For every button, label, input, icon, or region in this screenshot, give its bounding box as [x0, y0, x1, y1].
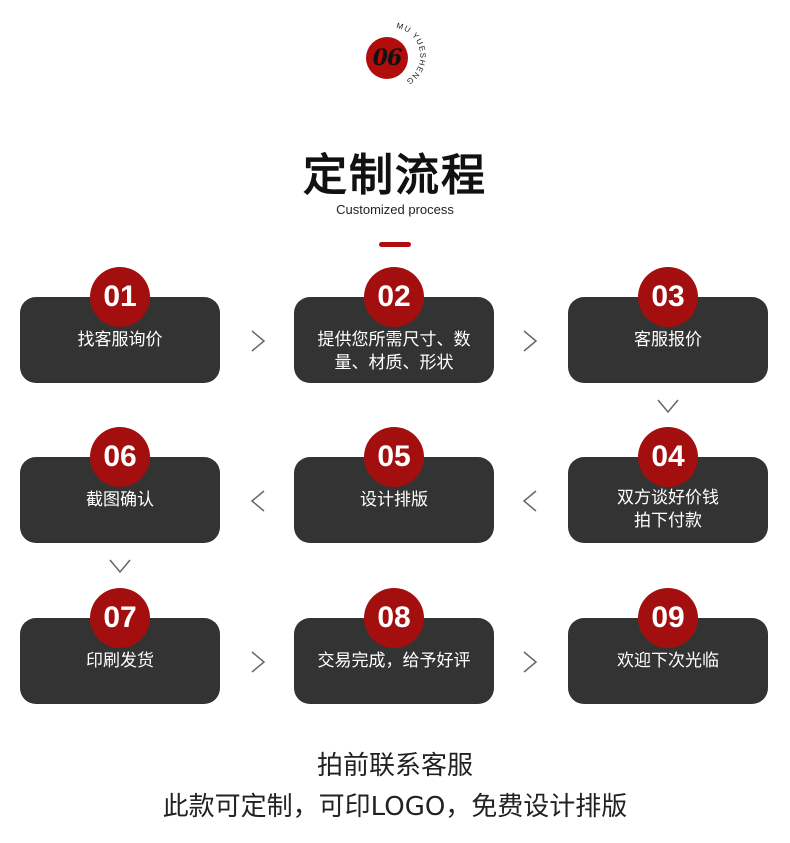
step-number-circle [90, 588, 150, 648]
step-number: 03 [651, 280, 685, 313]
step-number: 02 [377, 280, 411, 313]
step-number-circle [638, 588, 698, 648]
badge-number: 06 [372, 45, 403, 71]
step-card-05: 05 设计排版 [294, 427, 494, 562]
step-label: 提供您所需尺寸、数 量、材质、形状 [317, 330, 471, 373]
page-subtitle: Customized process [336, 202, 454, 217]
step-card-02: 02 提供您所需尺寸、数 量、材质、形状 [294, 267, 494, 402]
step-card-09: 09 欢迎下次光临 [568, 588, 768, 723]
step-label: 找客服询价 [77, 330, 163, 350]
logo-badge: 06 MU YUESHENG [362, 22, 438, 92]
arrow-right-icon [250, 650, 266, 674]
arrow-down-icon [108, 558, 132, 574]
step-label: 欢迎下次光临 [617, 651, 719, 671]
page-title: 定制流程 [303, 150, 487, 201]
step-number-circle [90, 427, 150, 487]
arrow-right-icon [522, 650, 538, 674]
step-label: 交易完成，给予好评 [317, 651, 471, 671]
title-divider [379, 242, 411, 247]
arrow-down-icon [656, 398, 680, 414]
step-number: 04 [651, 440, 685, 473]
step-number-circle [90, 267, 150, 327]
step-number-circle [364, 588, 424, 648]
footer-contact-text: 拍前联系客服 [316, 751, 473, 781]
step-number-circle [638, 267, 698, 327]
badge-disc [366, 37, 408, 79]
step-number: 05 [377, 440, 411, 473]
svg-text:MU YUESHENG: MU YUESHENG [395, 22, 427, 87]
step-label: 双方谈好价钱 拍下付款 [617, 488, 719, 531]
arrow-right-icon [250, 329, 266, 353]
arrow-left-icon [250, 489, 266, 513]
step-number: 08 [377, 601, 411, 634]
step-label: 设计排版 [360, 490, 428, 510]
step-number: 09 [651, 601, 685, 634]
badge-arc-text: MU YUESHENG [395, 22, 427, 87]
step-number-circle [364, 267, 424, 327]
step-number: 07 [103, 601, 137, 634]
step-number-circle [364, 427, 424, 487]
step-card-04: 04 双方谈好价钱 拍下付款 [568, 427, 768, 562]
arrow-left-icon [522, 489, 538, 513]
step-card-06: 06 截图确认 [20, 427, 220, 562]
step-card-07: 07 印刷发货 [20, 588, 220, 723]
step-number: 06 [103, 440, 137, 473]
step-label: 截图确认 [86, 490, 154, 510]
step-card-08: 08 交易完成，给予好评 [294, 588, 494, 723]
step-card-01: 01 找客服询价 [20, 267, 220, 402]
step-label: 印刷发货 [86, 651, 154, 671]
step-number-circle [638, 427, 698, 487]
step-number: 01 [103, 280, 137, 313]
step-card-03: 03 客服报价 [568, 267, 768, 402]
arrow-right-icon [522, 329, 538, 353]
footer-customize-text: 此款可定制，可印LOGO，免费设计排版 [162, 792, 628, 822]
step-label: 客服报价 [634, 330, 702, 350]
